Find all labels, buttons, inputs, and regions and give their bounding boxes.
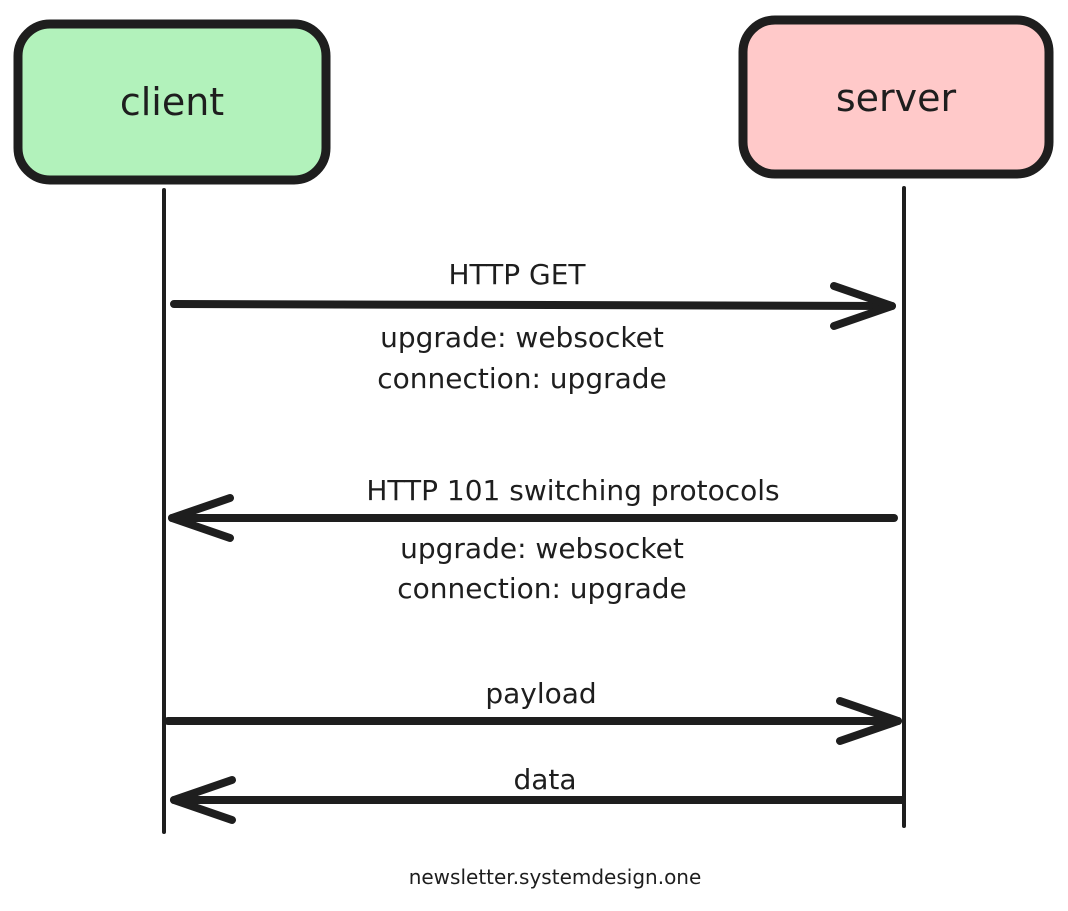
server-actor: server: [738, 15, 1054, 179]
http-101-header-connection: connection: upgrade: [397, 572, 687, 605]
http-101-label: HTTP 101 switching protocols: [366, 474, 779, 507]
http-get-header-upgrade: upgrade: websocket: [380, 321, 664, 354]
message-data: data: [170, 763, 906, 824]
payload-label: payload: [485, 677, 596, 710]
message-payload: payload: [164, 677, 902, 745]
client-label: client: [120, 80, 224, 124]
http-get-arrow: [170, 300, 896, 310]
footer-source: newsletter.systemdesign.one: [409, 865, 702, 889]
message-http-get: HTTP GET upgrade: websocket connection: …: [170, 258, 896, 395]
http-101-arrowhead: [168, 494, 234, 542]
payload-arrowhead: [836, 697, 902, 745]
client-actor: client: [13, 19, 331, 185]
http-101-header-upgrade: upgrade: websocket: [400, 532, 684, 565]
message-http-101: HTTP 101 switching protocols upgrade: we…: [168, 474, 898, 605]
server-label: server: [836, 76, 957, 120]
data-arrowhead: [170, 776, 236, 824]
data-label: data: [513, 763, 576, 796]
http-get-header-connection: connection: upgrade: [377, 362, 667, 395]
client-box: [13, 19, 331, 185]
http-get-arrowhead: [830, 282, 896, 330]
http-get-label: HTTP GET: [448, 258, 586, 291]
server-box: [738, 15, 1054, 179]
